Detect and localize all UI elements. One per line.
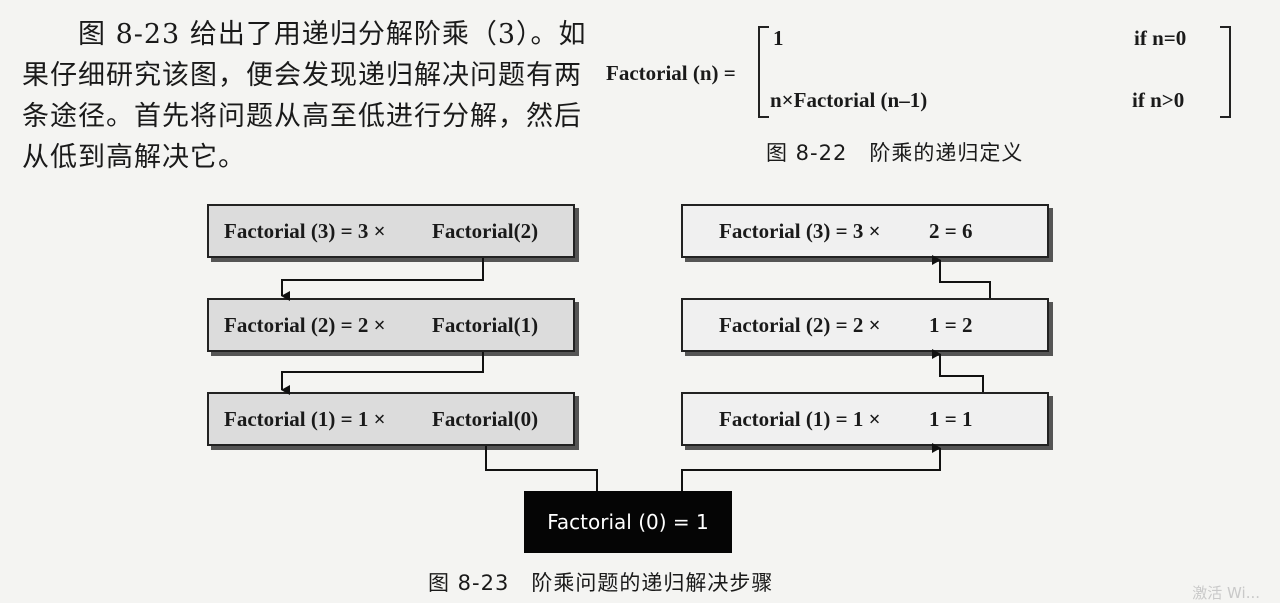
arrow-base-to-1	[681, 443, 941, 491]
right-box-lhs: Factorial (1) = 1 ×	[719, 406, 881, 431]
definition-case2-value: n×Factorial (n–1)	[770, 88, 928, 112]
watermark-text: 激活 Wi...	[1192, 584, 1260, 602]
up-arrow-2-to-3	[932, 255, 991, 298]
down-arrow-3-to-2	[281, 258, 484, 301]
figure-caption-8-23: 图 8-23 阶乘问题的递归解决步骤	[428, 571, 774, 595]
left-box-factorial-1: Factorial (1) = 1 × Factorial(0)	[207, 392, 575, 446]
right-box-factorial-1: Factorial (1) = 1 × 1 = 1	[681, 392, 1049, 446]
left-box-factorial-3: Factorial (3) = 3 × Factorial(2)	[207, 204, 575, 258]
right-box-lhs: Factorial (3) = 3 ×	[719, 218, 881, 243]
arrow-1-to-base	[485, 446, 598, 491]
right-box-factorial-3: Factorial (3) = 3 × 2 = 6	[681, 204, 1049, 258]
left-box-rhs: Factorial(1)	[432, 312, 539, 337]
left-bracket	[758, 26, 769, 118]
left-box-lhs: Factorial (1) = 1 ×	[224, 406, 386, 431]
up-arrow-1-to-2	[932, 349, 984, 392]
body-paragraph: 图 8-23 给出了用递归分解阶乘（3）。如果仔细研究该图，便会发现递归解决问题…	[22, 14, 592, 178]
definition-case1-condition: if n=0	[1134, 26, 1187, 50]
right-box-factorial-2: Factorial (2) = 2 × 1 = 2	[681, 298, 1049, 352]
left-box-rhs: Factorial(0)	[432, 406, 539, 431]
base-case-box: Factorial (0) = 1	[524, 491, 732, 553]
right-bracket	[1220, 26, 1231, 118]
figure-caption-8-22: 图 8-22 阶乘的递归定义	[766, 141, 1024, 165]
down-arrow-2-to-1	[281, 352, 484, 395]
left-box-rhs: Factorial(2)	[432, 218, 539, 243]
right-box-rhs: 1 = 1	[929, 406, 973, 431]
left-box-lhs: Factorial (3) = 3 ×	[224, 218, 386, 243]
definition-lhs: Factorial (n) =	[606, 61, 736, 85]
right-box-rhs: 2 = 6	[929, 218, 973, 243]
left-box-factorial-2: Factorial (2) = 2 × Factorial(1)	[207, 298, 575, 352]
definition-case2-condition: if n>0	[1132, 88, 1185, 112]
paragraph-text: 图 8-23 给出了用递归分解阶乘（3）。如果仔细研究该图，便会发现递归解决问题…	[22, 19, 587, 173]
definition-case1-value: 1	[773, 26, 784, 50]
right-box-rhs: 1 = 2	[929, 312, 973, 337]
left-box-lhs: Factorial (2) = 2 ×	[224, 312, 386, 337]
right-box-lhs: Factorial (2) = 2 ×	[719, 312, 881, 337]
